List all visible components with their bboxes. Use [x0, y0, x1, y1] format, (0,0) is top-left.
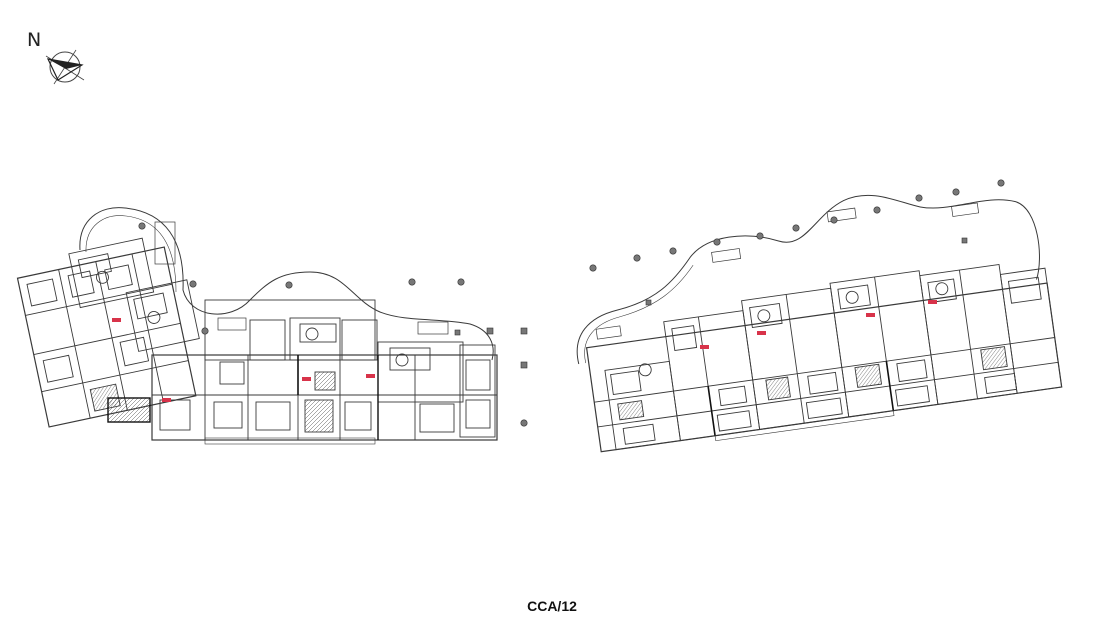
north-label: N: [27, 29, 42, 51]
right-room-tags: [700, 300, 937, 349]
left-room-tags: [112, 318, 375, 402]
left-column-markers: [138, 222, 528, 427]
left-building-plan: [16, 207, 498, 445]
right-building-plan: [576, 194, 1063, 453]
left-balcony-boxes: [154, 221, 449, 335]
sheet-number: CCA/12: [527, 598, 577, 614]
north-arrow-icon: [45, 49, 85, 85]
right-column-markers: [589, 179, 1005, 306]
